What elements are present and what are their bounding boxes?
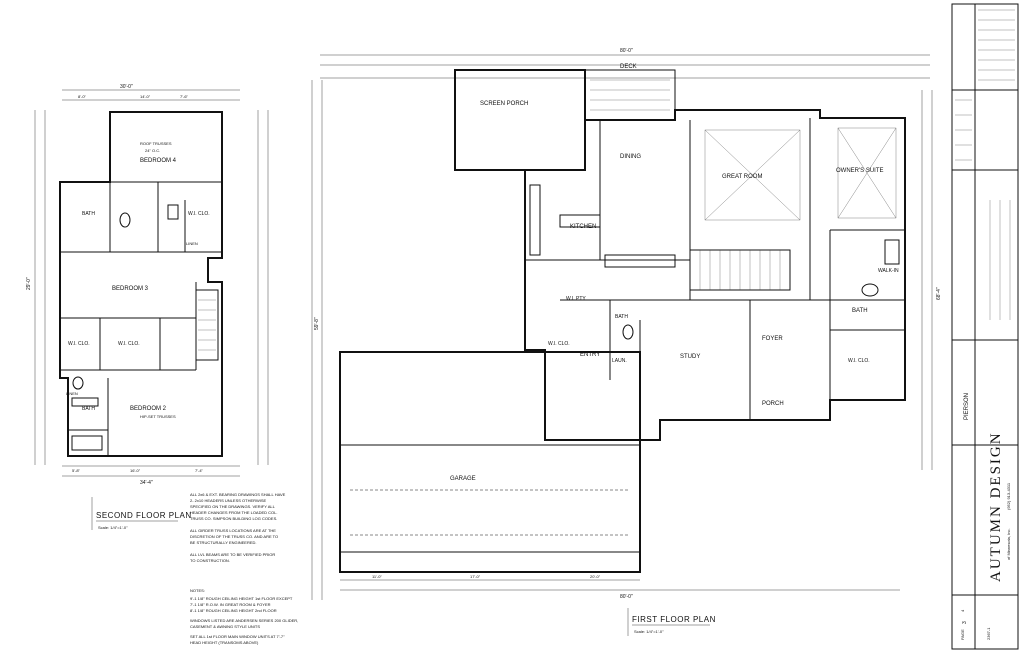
svg-text:9'-1 1/8" ROUGH CEILING HEIGHT: 9'-1 1/8" ROUGH CEILING HEIGHT 1st FLOOR…: [190, 596, 293, 601]
sf-dim-b3: 7'-4": [195, 468, 204, 473]
ff-room-porch: PORCH: [762, 401, 784, 407]
sf-dim-overall-top: 30'-0": [120, 84, 133, 90]
svg-text:WINDOWS LISTED ARE ANDERSEN SE: WINDOWS LISTED ARE ANDERSEN SERIES 200 G…: [190, 618, 298, 623]
ff-dim-top: 80'-0": [620, 48, 633, 54]
ff-dim-left: 59'-8": [314, 317, 320, 330]
job-number: 2367-1: [986, 627, 991, 640]
ff-room-dining: DINING: [620, 154, 641, 160]
ff-dim-bottom: 80'-0": [620, 594, 633, 600]
svg-text:DISCRETION OF THE TRUSS CO. AN: DISCRETION OF THE TRUSS CO. AND ARE TO: [190, 534, 278, 539]
sf-hip-set: HIP-SET TRUSSES: [140, 414, 176, 419]
sheet-label: PAGE: [960, 629, 965, 640]
svg-text:TO CONSTRUCTION.: TO CONSTRUCTION.: [190, 558, 230, 563]
title-block: PIERSON AUTUMN DESIGN of Minnesota, Inc.…: [951, 3, 1019, 650]
svg-text:NOTES:: NOTES:: [190, 588, 205, 593]
svg-text:HEAD HEIGHT (TRANSOMS ABOVE): HEAD HEIGHT (TRANSOMS ABOVE): [190, 640, 259, 645]
svg-text:ALL LVL BEAMS ARE TO BE VERIFI: ALL LVL BEAMS ARE TO BE VERIFIED PRIOR: [190, 552, 275, 557]
sf-plan-scale: Scale: 1/4"=1'-0": [98, 525, 128, 530]
ff-room-owners-suite: OWNER'S SUITE: [836, 168, 883, 174]
ff-plan-scale: Scale: 1/4"=1'-0": [634, 629, 664, 634]
ff-room-bath: BATH: [852, 308, 868, 314]
ff-room-great-room: GREAT ROOM: [722, 174, 762, 180]
ff-room-garage: GARAGE: [450, 476, 476, 482]
ff-dim-g1: 11'-0": [372, 574, 382, 579]
sf-dim-d1: 8'-0": [78, 94, 87, 99]
sheet-number: 3: [962, 621, 968, 624]
sf-room-bedroom2: BEDROOM 2: [130, 406, 167, 412]
sf-dim-bottom: 34'-4": [140, 480, 153, 486]
ff-room-study: STUDY: [680, 354, 700, 360]
sf-room-bedroom4: BEDROOM 4: [140, 158, 177, 164]
client-name: PIERSON: [964, 393, 970, 420]
svg-text:ALL 2x6 & EXT. BEARING DRAWING: ALL 2x6 & EXT. BEARING DRAWINGS SHALL HA…: [190, 492, 286, 497]
sf-room-linen-top: LINEN: [186, 241, 198, 246]
second-floor-plan: 30'-0" 8'-0" 14'-0" 7'-6" 29'-0": [26, 84, 286, 563]
ff-plan-title: FIRST FLOOR PLAN: [632, 615, 716, 624]
svg-text:SET ALL 1st FLOOR MAIN WINDOW: SET ALL 1st FLOOR MAIN WINDOW UNITS AT 7…: [190, 634, 285, 639]
sheet-of: 4: [960, 609, 965, 612]
ff-room-wi-clo: W.I. CLO.: [848, 358, 870, 364]
sf-room-linen-bottom: LINEN: [66, 391, 78, 396]
ff-room-entry: ENTRY: [580, 352, 600, 358]
sf-dim-d3: 7'-6": [180, 94, 189, 99]
brand-phone: (952) 913-4311: [1006, 482, 1011, 510]
sf-dim-left: 29'-0": [26, 277, 32, 290]
svg-text:CASEMENT & AWNING STYLE UNITS: CASEMENT & AWNING STYLE UNITS: [190, 624, 260, 629]
ff-room-deck: DECK: [620, 64, 637, 70]
ff-dim-right: 68'-4": [936, 287, 942, 300]
svg-text:7'-1 1/8" R.O.W. IN GREAT ROOM: 7'-1 1/8" R.O.W. IN GREAT ROOM & FOYER: [190, 602, 271, 607]
sf-plan-title: SECOND FLOOR PLAN: [96, 511, 192, 520]
ff-room-walk-in: WALK-IN: [878, 268, 899, 274]
sf-room-wiclo-right: W.I. CLO.: [188, 211, 210, 217]
svg-text:2- 2x10 HEADERS UNLESS OTHERWI: 2- 2x10 HEADERS UNLESS OTHERWISE: [190, 498, 267, 503]
sf-notes: ALL 2x6 & EXT. BEARING DRAWINGS SHALL HA…: [190, 492, 286, 563]
sf-dim-d2: 14'-0": [140, 94, 151, 99]
ff-room-bath-small: BATH: [615, 314, 628, 320]
sf-room-wiclo-mid: W.I. CLO.: [118, 341, 140, 347]
ff-room-foyer: FOYER: [762, 336, 783, 342]
sf-dim-b2: 16'-0": [130, 468, 141, 473]
sf-room-bath-top: BATH: [82, 211, 95, 217]
ff-dim-g2: 17'-0": [470, 574, 481, 579]
sf-oc24: 24" O.C.: [145, 148, 160, 153]
ff-room-laun: LAUN.: [612, 358, 627, 364]
svg-text:SPECIFIED ON THE DRAWINGS. VER: SPECIFIED ON THE DRAWINGS. VERIFY ALL: [190, 504, 276, 509]
sf-room-bedroom3: BEDROOM 3: [112, 286, 149, 292]
svg-text:ALL GIRDER TRUSS LOCATIONS ARE: ALL GIRDER TRUSS LOCATIONS ARE AT THE: [190, 528, 276, 533]
svg-text:8'-1 1/8" ROUGH CEILING HEIGHT: 8'-1 1/8" ROUGH CEILING HEIGHT 2nd FLOOR: [190, 608, 277, 613]
brand-name: AUTUMN DESIGN: [988, 431, 1004, 582]
brand-sub: of Minnesota, Inc.: [1006, 528, 1011, 560]
sf-room-bath-bottom: BATH: [82, 406, 95, 412]
ff-room-pantry: W.I. PTY: [566, 296, 586, 302]
sf-room-wiclo-left: W.I. CLO.: [68, 341, 90, 347]
svg-text:HEADER CHANGES FROM THE LOADED: HEADER CHANGES FROM THE LOADED COL.: [190, 510, 278, 515]
svg-text:TRUSS CO. SIMPSON BUILDING LOG: TRUSS CO. SIMPSON BUILDING LOG CODES.: [190, 516, 277, 521]
ff-notes: NOTES: 9'-1 1/8" ROUGH CEILING HEIGHT 1s…: [190, 588, 298, 645]
first-floor-plan: 80'-0" 59'-8" 68'-4" SCREEN PORCH DECK G…: [190, 48, 942, 645]
sf-dim-b1: 5'-8": [72, 468, 81, 473]
ff-dim-g3: 20'-0": [590, 574, 601, 579]
ff-room-kitchen: KITCHEN: [570, 224, 596, 230]
ff-room-screen-porch: SCREEN PORCH: [480, 101, 528, 107]
svg-text:BE STRUCTURALLY ENGINEERED.: BE STRUCTURALLY ENGINEERED.: [190, 540, 257, 545]
sf-roof-trusses: ROOF TRUSSES: [140, 141, 172, 146]
ff-room-wi-clo2: W.I. CLO.: [548, 341, 570, 347]
